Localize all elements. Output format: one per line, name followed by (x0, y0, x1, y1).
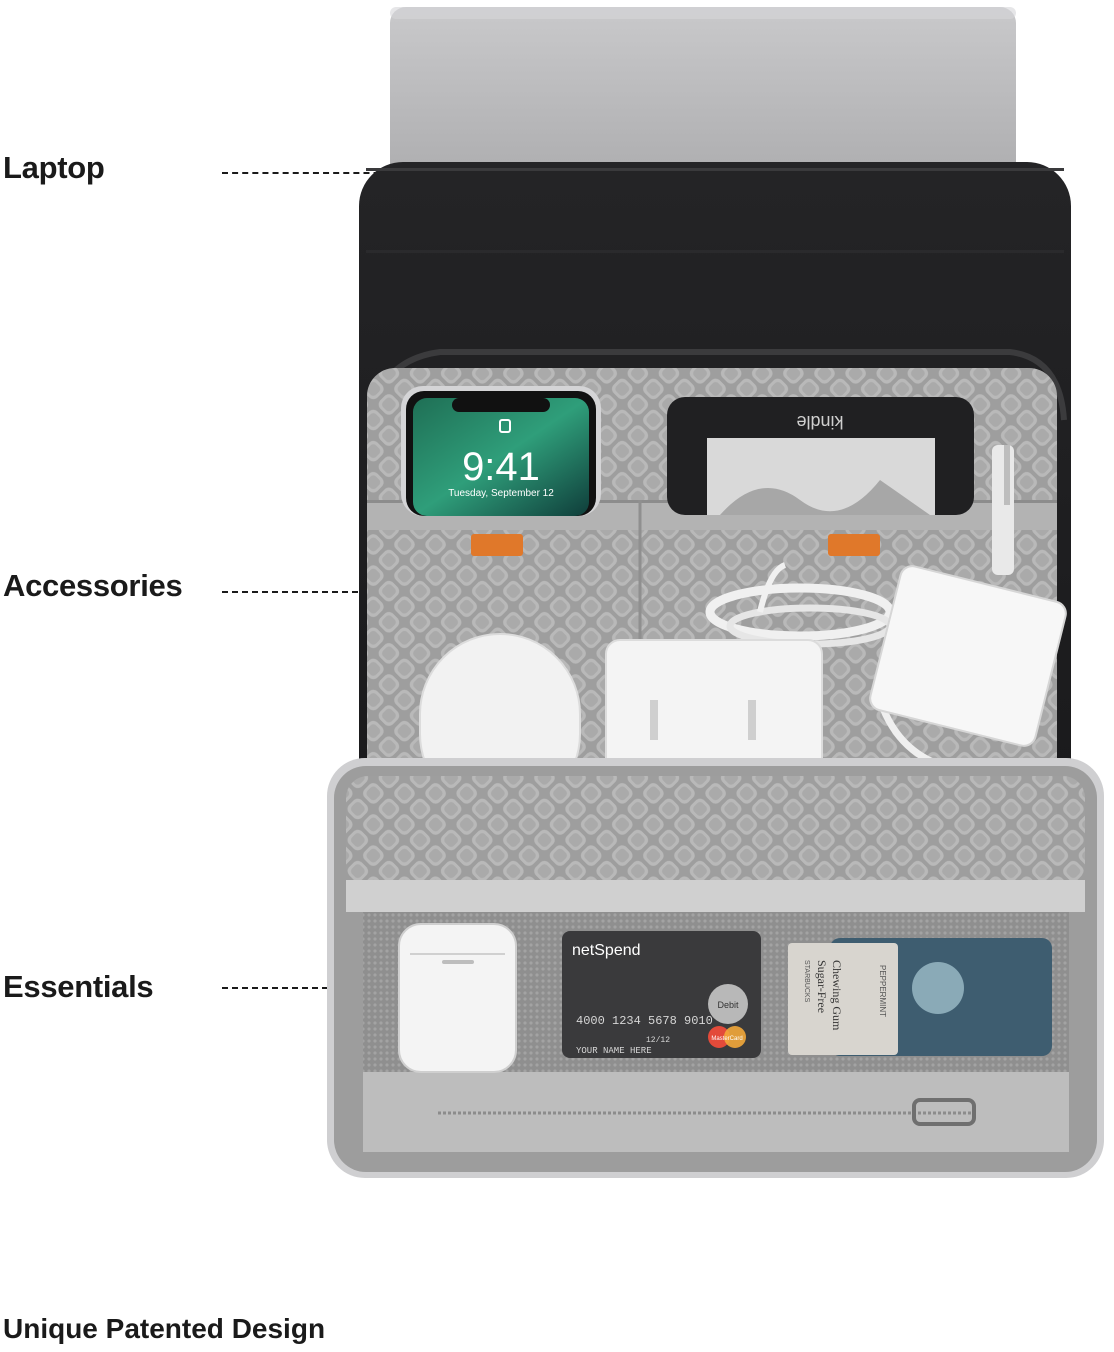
callout-line-laptop (222, 172, 420, 174)
power-adapter (605, 639, 823, 781)
gum-brand: STARBUCKS (803, 960, 810, 1003)
zipper-pull[interactable] (912, 1098, 976, 1126)
callout-label-essentials: Essentials (3, 969, 154, 1004)
pull-tab-left[interactable] (471, 534, 523, 556)
card-network: MasterCard (711, 1036, 742, 1042)
callout-label-laptop: Laptop (3, 150, 105, 185)
gum-line-2: Chewing Gum (830, 960, 844, 1031)
callout-label-accessories: Accessories (3, 568, 183, 603)
gum-flavor: PEPPERMINT (878, 965, 887, 1017)
card-badge: Debit (717, 1000, 739, 1010)
ereader-brand: kindle (796, 412, 843, 432)
phone-time: 9:41 (462, 445, 540, 489)
callout-line-essentials (222, 987, 418, 989)
footer-title: Unique Patented Design (3, 1313, 326, 1344)
earbuds-case (398, 923, 517, 1073)
pull-tab-right[interactable] (828, 534, 880, 556)
callout-line-accessories (222, 591, 418, 593)
phone: 9:41 Tuesday, September 12 (401, 386, 601, 516)
usb-adapter (869, 565, 1067, 747)
phone-date: Tuesday, September 12 (448, 488, 554, 499)
laptop (390, 7, 1016, 207)
ereader: kindle (667, 397, 974, 515)
gum-pack: STARBUCKS Sugar-Free Chewing Gum PEPPERM… (788, 943, 898, 1055)
card-number: 4000 1234 5678 9010 (576, 1014, 713, 1028)
stylus (992, 445, 1014, 575)
debit-card: netSpend 4000 1234 5678 9010 12/12 YOUR … (562, 931, 761, 1058)
card-brand: netSpend (572, 942, 641, 959)
card-expiry: 12/12 (646, 1036, 670, 1045)
card-holder-name: YOUR NAME HERE (576, 1046, 652, 1056)
gum-line-1: Sugar-Free (815, 960, 829, 1013)
